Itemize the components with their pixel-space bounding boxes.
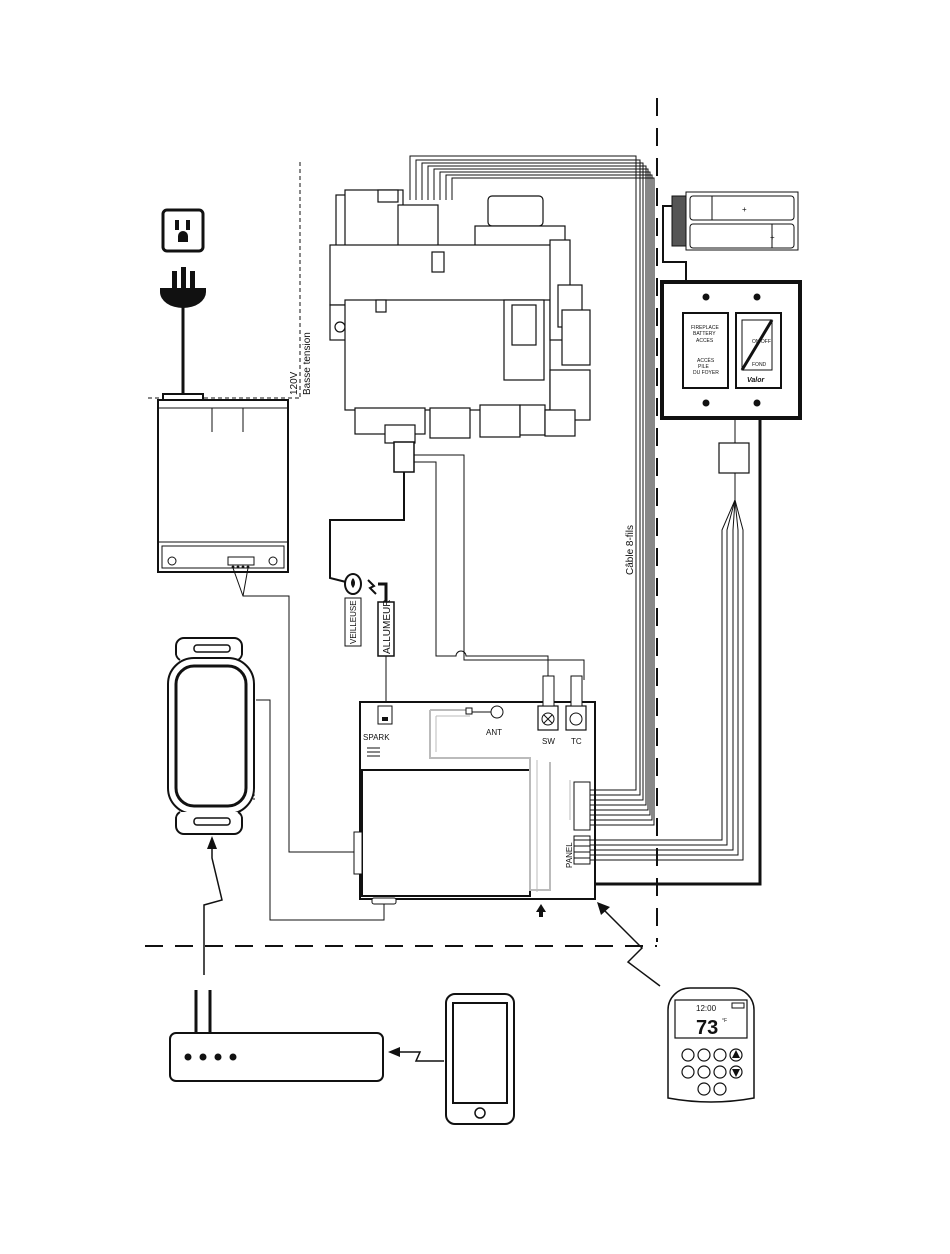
phone-to-router-signal [398, 1052, 444, 1061]
wall-panel-left-line-6: DU FOYER [693, 370, 719, 376]
cable-label: Câble 8-fils [625, 525, 636, 575]
wall-panel-brand: Valor [747, 377, 766, 384]
cable-junction-box [719, 443, 749, 473]
control-module [354, 676, 595, 917]
wall-panel-left-line-4: ACCÈS [697, 357, 715, 364]
igniter-label: ALLUMEUR [382, 600, 393, 654]
smartphone-icon [446, 994, 514, 1124]
wall-panel-left-line-3: ACCES [696, 338, 714, 344]
router-signal-arrowhead [207, 836, 217, 849]
switch-terminal-label: SW [542, 737, 555, 746]
remote-unit: °F [722, 1018, 727, 1024]
wall-outlet-icon [163, 210, 203, 251]
thermocouple-terminal-label: TC [571, 737, 582, 746]
svg-text:+: + [742, 205, 747, 214]
power-plug-icon [160, 267, 206, 395]
phone-signal-arrowhead [388, 1047, 400, 1057]
voltage-label-120v: 120V [289, 371, 300, 395]
wall-switch-panel [662, 282, 800, 418]
pilot-tube [330, 472, 404, 582]
panel-connector-label: PANEL [565, 842, 574, 868]
igniter-lead [378, 584, 386, 602]
power-adapter [158, 394, 288, 572]
router [170, 990, 383, 1081]
svg-text:+: + [770, 233, 775, 242]
remote-temperature: 73 [696, 1017, 718, 1039]
antenna-label: ANT [486, 728, 502, 737]
battery-pack: + + [672, 192, 798, 250]
tc-tube-b [414, 462, 548, 680]
router-to-module-signal [204, 845, 222, 975]
remote-signal [604, 910, 660, 986]
spark-terminal-label: SPARK [363, 733, 390, 742]
pilot-flame-icon [345, 574, 376, 594]
gas-valve [330, 190, 590, 443]
wifi-module [168, 638, 254, 834]
wall-panel-left-line-2: BATTERY [693, 331, 716, 337]
panel-cable [590, 420, 743, 860]
tc-tube [414, 455, 584, 680]
wall-panel-right-line-1: ON/OFF [752, 339, 771, 345]
pilot-fitting [394, 442, 414, 472]
pilot-label: VEILLEUSE [349, 600, 358, 644]
wall-panel-right-line-2: FOND [752, 362, 767, 368]
remote-time: 12:00 [696, 1004, 717, 1013]
voltage-label-low: Basse tension [302, 332, 313, 395]
